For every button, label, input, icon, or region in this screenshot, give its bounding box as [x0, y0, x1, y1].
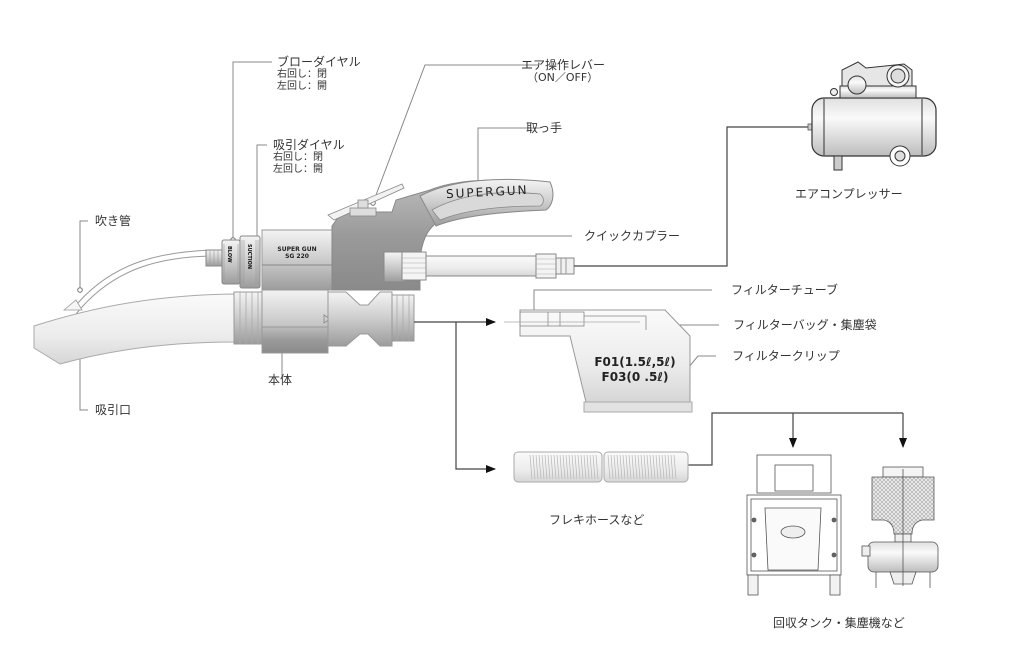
hose-rib — [628, 454, 632, 480]
filter-tube-leader — [533, 289, 712, 310]
quick-coupler-leader — [411, 235, 572, 255]
hose-rib — [658, 454, 662, 480]
hose-rib — [556, 454, 560, 480]
hose-rib — [529, 454, 533, 480]
hose-rib — [673, 454, 677, 480]
suction-port-label: 吸引口 — [95, 403, 132, 417]
hose-rib — [580, 454, 584, 480]
blow-ring-text: BLOW — [226, 246, 232, 263]
suction-dial-leader — [256, 144, 267, 238]
hose-rib — [640, 454, 644, 480]
suction-port-leader — [79, 339, 88, 411]
handle-label: 取っ手 — [526, 121, 563, 135]
hose-rib — [553, 454, 557, 480]
hose-branch-line — [455, 322, 496, 473]
model-plate: SUPER GUN SG 220 — [277, 246, 317, 260]
handle-leader — [477, 127, 540, 190]
hose-rib — [544, 454, 548, 480]
hose-rib — [571, 454, 575, 480]
hose-rib — [625, 454, 629, 480]
body-label: 本体 — [268, 373, 293, 387]
hose-rib — [547, 454, 551, 480]
filter-tube-label: フィルターチューブ — [731, 283, 839, 297]
hose-rib — [631, 454, 635, 480]
leader-lines — [79, 61, 719, 411]
suction-pipe — [33, 293, 236, 365]
hose-rib — [535, 454, 539, 480]
blow-pipe-label: 吹き管 — [95, 214, 132, 228]
collection-tank-image — [746, 454, 842, 596]
hose-rib — [538, 454, 542, 480]
hose-rib — [667, 454, 671, 480]
air-lever-label: エア操作レバー （ON／OFF） — [521, 58, 606, 84]
blow-pipe-leader — [79, 220, 88, 290]
hose-rib — [637, 454, 641, 480]
hose-rib — [586, 454, 590, 480]
hose-rib — [562, 454, 566, 480]
flex-hose-image — [513, 451, 689, 483]
gun-body — [205, 178, 575, 354]
hose-rib — [568, 454, 572, 480]
hose-rib — [583, 454, 587, 480]
hose-rib — [622, 454, 626, 480]
hose-rib — [574, 454, 578, 480]
hose-rib — [595, 454, 599, 480]
collection-tank-label: 回収タンク・集塵機など — [773, 616, 905, 630]
hose-rib — [670, 454, 674, 480]
hose-rib — [652, 454, 656, 480]
hose-rib — [634, 454, 638, 480]
air-compressor-image — [807, 61, 937, 171]
hose-rib — [565, 454, 569, 480]
hose-rib — [559, 454, 563, 480]
hose-rib — [655, 454, 659, 480]
blow-dial-leader — [232, 61, 272, 238]
filter-model-text: F01(1.5ℓ,5ℓ) F03(0 .5ℓ) — [594, 355, 676, 384]
filter-bag-label: フィルターバッグ・集塵袋 — [733, 318, 877, 332]
hose-rib — [532, 454, 536, 480]
hose-rib — [610, 454, 614, 480]
compressor-line — [574, 126, 812, 267]
connection-lines — [414, 126, 907, 473]
hose-rib — [589, 454, 593, 480]
hose-rib — [661, 454, 665, 480]
hose-rib — [643, 454, 647, 480]
hose-rib — [592, 454, 596, 480]
hose-rib — [550, 454, 554, 480]
flex-hose-label: フレキホースなど — [549, 513, 645, 527]
suction-ring-text: SUCTION — [246, 244, 252, 270]
quick-coupler-label: クイックカプラー — [584, 229, 681, 243]
hose-rib — [613, 454, 617, 480]
air-compressor-label: エアコンプレッサー — [795, 187, 903, 201]
blow-pipe — [62, 249, 213, 315]
hose-rib — [649, 454, 653, 480]
hose-rib — [607, 454, 611, 480]
hose-rib — [646, 454, 650, 480]
blow-dial-label: ブローダイヤル 右回し：閉 左回し：開 — [277, 55, 361, 92]
hose-rib — [541, 454, 545, 480]
air-lever-leader — [372, 64, 538, 204]
filter-clip-label: フィルタークリップ — [732, 349, 840, 363]
filter-bag-image — [504, 309, 693, 413]
hose-rib — [616, 454, 620, 480]
tank-line — [688, 412, 903, 466]
hose-rib — [664, 454, 668, 480]
dust-collector-image — [861, 466, 939, 588]
suction-dial-label: 吸引ダイヤル 右回し：閉 左回し：開 — [273, 138, 345, 175]
hose-rib — [577, 454, 581, 480]
hose-rib — [619, 454, 623, 480]
